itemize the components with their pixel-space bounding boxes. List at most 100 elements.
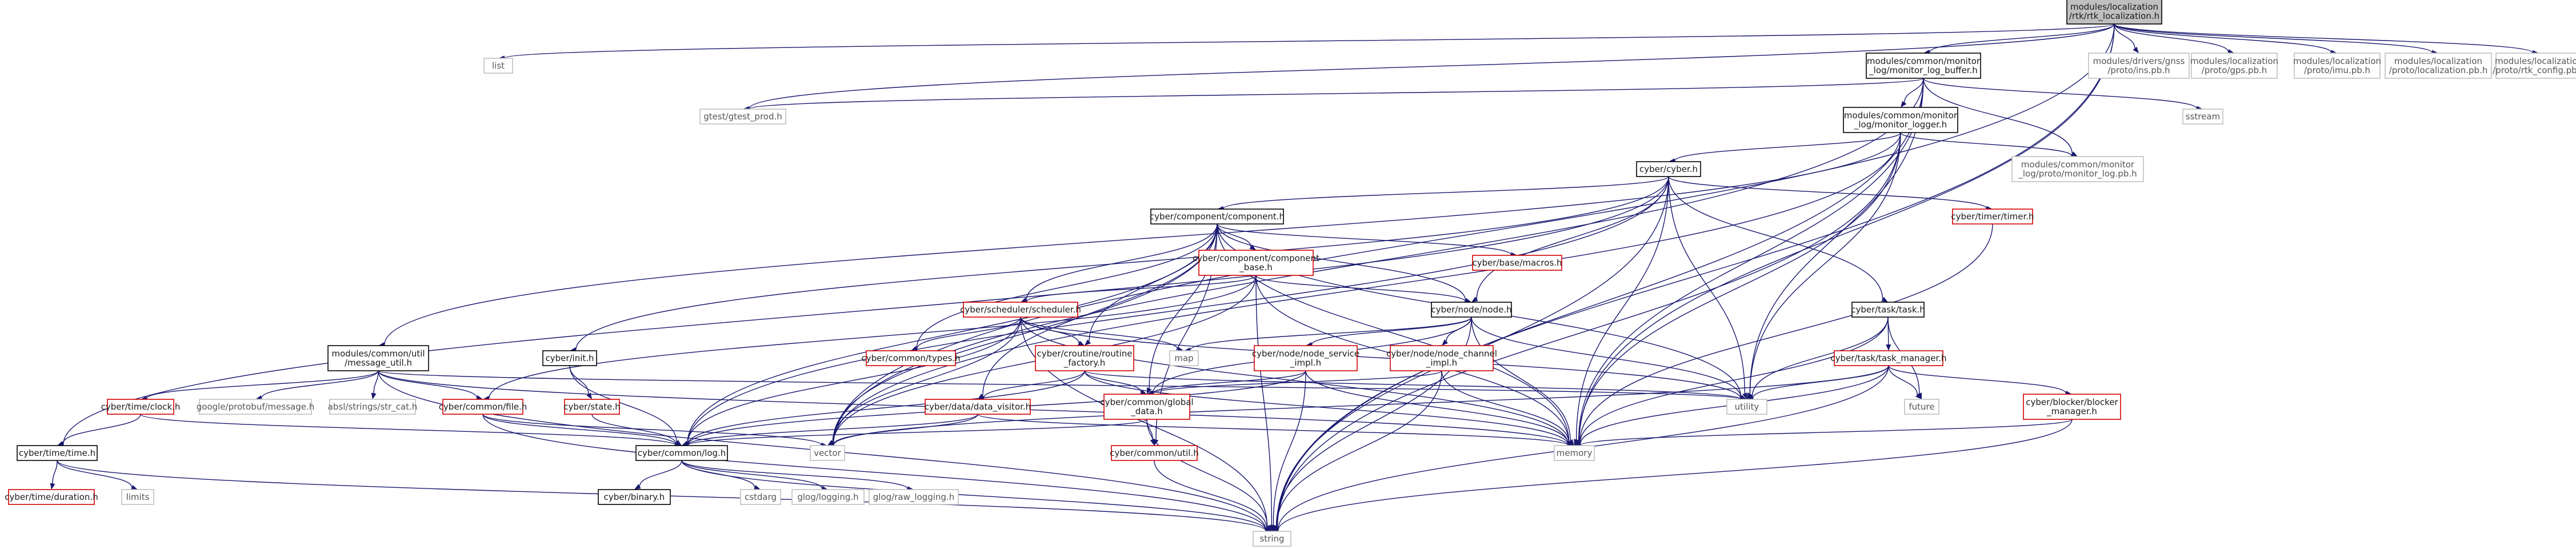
- node-task[interactable]: cyber/task/task.h: [1851, 302, 1925, 318]
- node-monitor-log-pb: modules/common/monitor_log/proto/monitor…: [2011, 156, 2144, 182]
- node-cyber-init[interactable]: cyber/init.h: [542, 350, 597, 366]
- edge-arrowhead: [1150, 439, 1155, 446]
- node-label: modules/common/monitor: [1844, 110, 1958, 121]
- node-glog-raw-logging: glog/raw_logging.h: [869, 489, 959, 505]
- edge-arrowhead: [131, 485, 138, 490]
- node-monitor-logger[interactable]: modules/common/monitor_log/monitor_logge…: [1843, 107, 1958, 133]
- edge-arrowhead: [1915, 393, 1922, 399]
- node-cyber-types[interactable]: cyber/common/types.h: [861, 350, 961, 366]
- node-time-clock[interactable]: cyber/time/clock.h: [101, 399, 181, 415]
- edge-arrowhead: [634, 484, 641, 490]
- node-box: [1851, 302, 1925, 318]
- node-binary[interactable]: cyber/binary.h: [598, 489, 671, 505]
- include-edge: [1578, 23, 2115, 442]
- node-label: cyber/common/file.h: [439, 402, 527, 412]
- include-edge: [1904, 78, 1924, 103]
- node-label: /rtk/rtk_localization.h: [2069, 11, 2159, 22]
- include-edge: [1923, 78, 2073, 154]
- node-timer[interactable]: cyber/timer/timer.h: [1951, 209, 2034, 225]
- node-blocker-manager[interactable]: cyber/blocker/blocker_manager.h: [2023, 394, 2121, 420]
- node-common-global[interactable]: cyber/common/global_data.h: [1100, 394, 1194, 420]
- include-edge: [482, 414, 1266, 531]
- node-box: [327, 345, 429, 371]
- node-scheduler[interactable]: cyber/scheduler/scheduler.h: [960, 302, 1081, 318]
- include-edge: [1668, 176, 1987, 209]
- node-component[interactable]: cyber/component/component.h: [1150, 209, 1285, 225]
- node-node-channel[interactable]: cyber/node/node_channel_impl.h: [1386, 345, 1497, 371]
- include-edge: [1674, 132, 1901, 161]
- include-edge: [569, 365, 589, 394]
- node-data-visitor[interactable]: cyber/data/data_visitor.h: [925, 399, 1031, 415]
- node-time-duration[interactable]: cyber/time/duration.h: [5, 489, 98, 505]
- node-box: [2495, 53, 2576, 79]
- node-box: [2294, 53, 2381, 79]
- node-box: [598, 489, 671, 505]
- node-util-message[interactable]: modules/common/util/message_util.h: [327, 345, 429, 371]
- node-label: cyber/task/task.h: [1851, 304, 1925, 315]
- node-state[interactable]: cyber/state.h: [563, 399, 621, 415]
- edge-arrowhead: [1078, 340, 1085, 346]
- node-box: [1150, 209, 1284, 225]
- node-box: [1431, 302, 1512, 318]
- node-label: cyber/component/component: [1193, 253, 1319, 263]
- node-box: [963, 302, 1078, 318]
- edge-arrowhead: [675, 441, 682, 446]
- include-edge: [1153, 370, 1306, 394]
- node-common-util[interactable]: cyber/common/util.h: [1110, 445, 1199, 461]
- node-box: [1035, 345, 1134, 371]
- node-loc-imu: modules/localization/proto/imu.pb.h: [2293, 53, 2381, 79]
- include-edge: [681, 460, 1266, 531]
- edge-arrowhead: [1742, 392, 1747, 399]
- node-label: _data.h: [1130, 406, 1163, 417]
- node-label: _impl.h: [1426, 358, 1457, 368]
- node-time-time[interactable]: cyber/time/time.h: [17, 445, 98, 461]
- node-root[interactable]: modules/localization/rtk/rtk_localizatio…: [2066, 0, 2162, 25]
- edge-arrowhead: [50, 483, 55, 490]
- node-label: cyber/scheduler/scheduler.h: [960, 304, 1081, 315]
- node-box: [564, 399, 620, 415]
- node-label: cyber/node/node_channel: [1386, 348, 1497, 359]
- node-component-base[interactable]: cyber/component/component_base.h: [1193, 250, 1319, 276]
- node-label: cstdarg: [745, 492, 777, 502]
- node-sstream: sstream: [2182, 109, 2223, 125]
- node-cyber-cyber[interactable]: cyber/cyber.h: [1636, 161, 1701, 177]
- node-routine-factory[interactable]: cyber/croutine/routine_factory.h: [1035, 345, 1134, 371]
- include-edge: [1888, 365, 1918, 395]
- node-box: [542, 350, 597, 366]
- include-edge: [833, 23, 2115, 444]
- node-label: _factory.h: [1063, 358, 1105, 368]
- node-label: utility: [1735, 402, 1759, 412]
- node-monitor-log-buffer[interactable]: modules/common/monitor_log/monitor_log_b…: [1866, 53, 1981, 79]
- include-edge: [983, 370, 1085, 398]
- node-label: /proto/imu.pb.h: [2304, 65, 2370, 75]
- node-box: [869, 489, 959, 505]
- node-box: [791, 489, 865, 505]
- node-future: future: [1904, 399, 1939, 415]
- node-label: cyber/state.h: [563, 402, 620, 412]
- node-node-service[interactable]: cyber/node/node_service_impl.h: [1252, 345, 1359, 371]
- include-edge: [1578, 78, 1924, 442]
- include-edge: [57, 460, 133, 488]
- include-edge: [687, 370, 1085, 445]
- node-box: [1198, 250, 1314, 276]
- node-task-manager[interactable]: cyber/task/task_manager.h: [1830, 350, 1947, 366]
- node-base-macros[interactable]: cyber/base/macros.h: [1472, 255, 1562, 271]
- include-edge: [1278, 419, 2073, 531]
- node-memory: memory: [1554, 445, 1595, 461]
- include-edge: [1084, 370, 1569, 445]
- include-edge: [1190, 316, 1472, 351]
- node-common-log[interactable]: cyber/common/log.h: [635, 445, 728, 461]
- node-node[interactable]: cyber/node/node.h: [1431, 302, 1512, 318]
- node-absl-str-cat: absl/strings/str_cat.h: [328, 399, 417, 415]
- node-label: modules/common/util: [331, 348, 425, 359]
- include-edge: [916, 223, 1218, 348]
- node-box: [121, 489, 154, 505]
- node-common-file[interactable]: cyber/common/file.h: [439, 399, 527, 415]
- edge-arrowhead: [2133, 46, 2139, 53]
- node-glog-logging: glog/logging.h: [791, 489, 865, 505]
- node-label: cyber/init.h: [545, 353, 594, 363]
- include-edge: [2114, 23, 2135, 49]
- include-edge: [384, 132, 1901, 345]
- node-utility: utility: [1726, 399, 1767, 415]
- node-google-message: google/protobuf/message.h: [197, 399, 314, 415]
